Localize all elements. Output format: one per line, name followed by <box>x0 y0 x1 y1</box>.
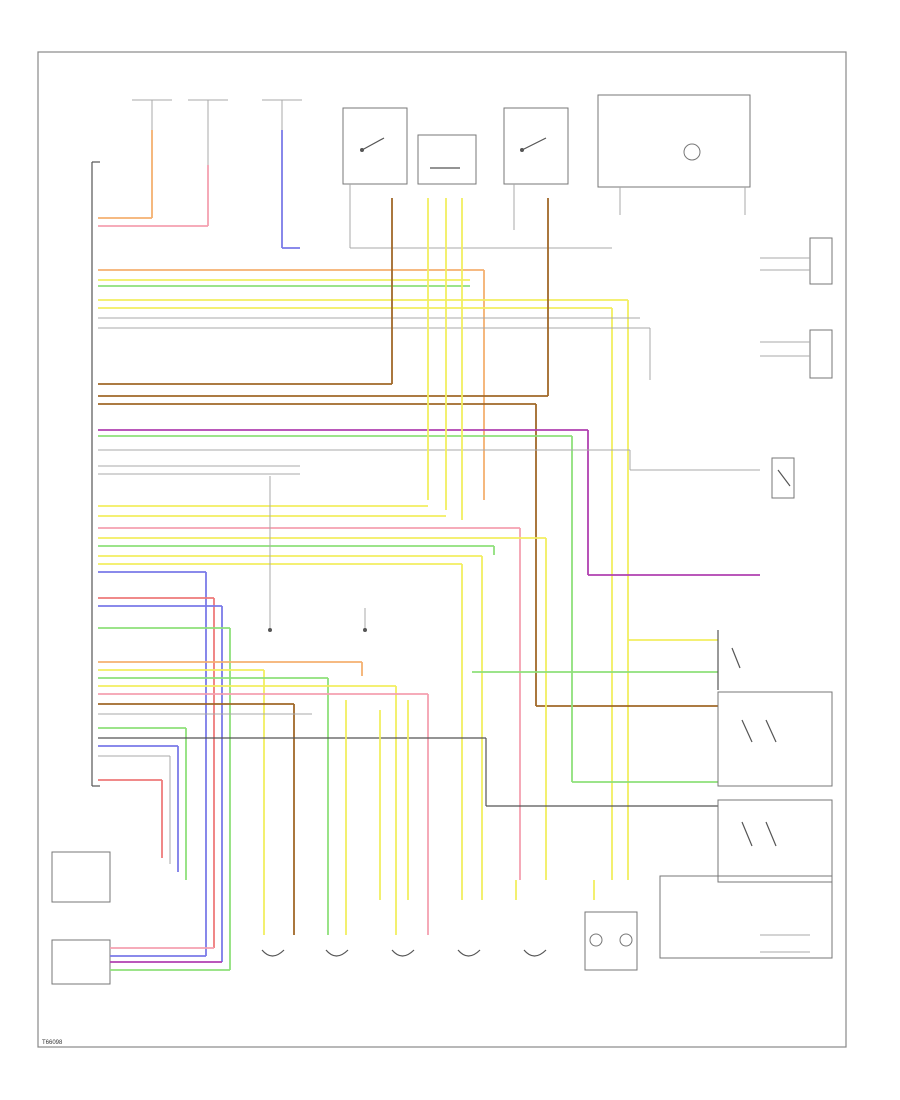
right-branch-wires <box>472 630 741 690</box>
driver-seat-belt-buckle-switch <box>717 691 833 787</box>
front-passenger-seat-position-sensor <box>342 107 612 249</box>
front-passenger-seat-belt-switch <box>771 457 795 499</box>
left-side-airbag-sensor <box>51 939 230 985</box>
diagram-frame <box>37 51 847 1048</box>
passenger-seat-belt-buckle-switch <box>417 134 477 185</box>
front-passenger-buckle-switch <box>717 799 833 883</box>
sensor-drop-wires <box>391 198 549 520</box>
diagram-code: T66098 <box>42 1040 63 1046</box>
squib-harness <box>98 505 718 970</box>
fuse-ecu-b <box>98 99 172 219</box>
combination-meter <box>597 94 751 215</box>
ground-connections <box>268 476 367 632</box>
right-side-airbag-sensor <box>51 851 111 903</box>
harness-wires <box>98 240 760 880</box>
driver-seat-position-sensor <box>503 107 569 230</box>
squib-connectors <box>261 911 638 971</box>
airbag-sensor-assembly-connector <box>91 161 100 787</box>
fuse-ign <box>98 99 228 227</box>
occupant-classification-ecu <box>760 329 833 379</box>
fuse-cig <box>262 99 302 249</box>
passenger-airbag-indicator-lamp <box>659 875 833 959</box>
seat-belt-tension-sensor <box>760 237 833 285</box>
